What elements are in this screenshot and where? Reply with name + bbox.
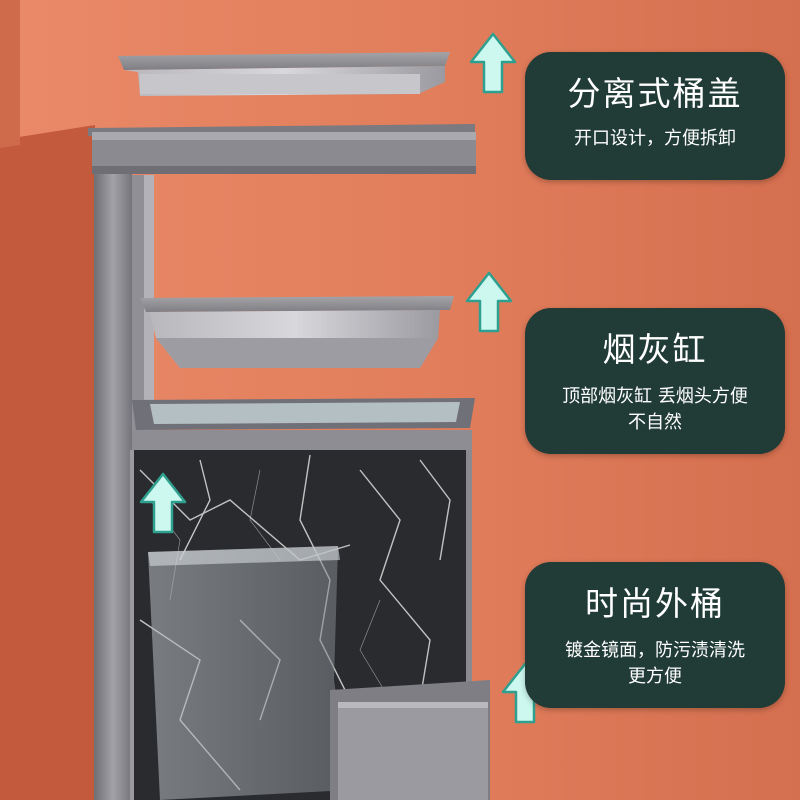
top-lid [118,52,450,96]
feature-callout-lid: 分离式桶盖 开口设计，方便拆卸 [525,52,785,180]
feature-callout-ashtray: 烟灰缸 顶部烟灰缸 丢烟头方便 不自然 [525,308,785,454]
wall-shadow [0,125,95,800]
side-step [330,680,490,800]
feature-desc: 镀金镜面，防污渍清洗 更方便 [525,638,785,690]
feature-title: 烟灰缸 [602,330,708,369]
arrow-up-icon [469,32,517,94]
feature-desc-line: 更方便 [628,666,682,687]
feature-desc-line: 不自然 [628,412,682,433]
feature-desc-line: 镀金镜面，防污渍清洗 [565,640,745,661]
arrow-up-icon [465,271,513,333]
ashtray-tray [140,296,454,368]
feature-callout-outer-bin: 时尚外桶 镀金镜面，防污渍清洗 更方便 [525,562,785,708]
feature-desc-line: 顶部烟灰缸 丢烟头方便 [562,386,748,407]
feature-desc: 顶部烟灰缸 丢烟头方便 不自然 [525,384,785,436]
support-pole [94,160,132,800]
feature-title: 时尚外桶 [585,584,725,623]
upper-frame [88,124,476,174]
arrow-up-icon [139,472,187,534]
feature-title: 分离式桶盖 [567,74,743,113]
feature-desc: 开口设计，方便拆卸 [574,128,736,149]
outer-bin [130,398,475,800]
